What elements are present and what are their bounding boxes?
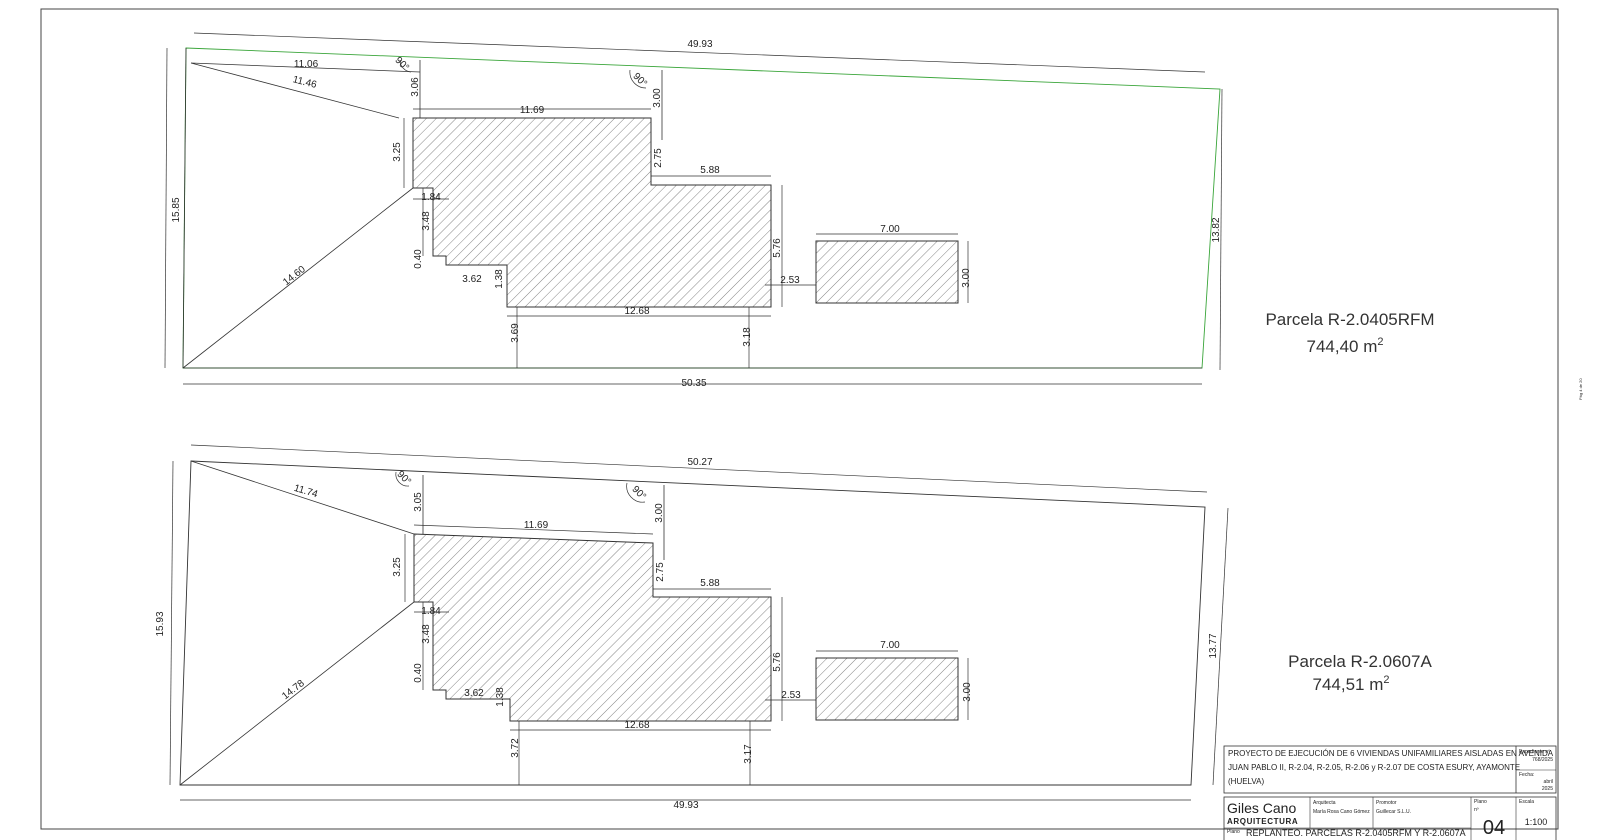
parcel-2-dim-diag-c: 14.78	[280, 678, 307, 702]
parcel-2-dim-off-bl: 3.72	[510, 738, 521, 758]
parcel-2-dim-sep: 2.53	[781, 690, 801, 701]
parcel-2-dim-notch-gap: 0.40	[413, 663, 424, 683]
parcel-2-dim-step-h: 5.88	[700, 578, 720, 589]
parcel-2-dim-top: 50.27	[687, 457, 712, 468]
plano-number: 04	[1483, 817, 1505, 839]
fecha-label: Fecha:	[1519, 772, 1534, 778]
parcel-1-dim-left: 15.85	[171, 197, 182, 222]
parcel-2-dim-notch-h2: 1.38	[495, 687, 506, 707]
arquitecta-value: María Rosa Cano Gómez	[1313, 809, 1370, 815]
parcel-2-dim-aux-h: 3.00	[962, 682, 973, 702]
parcel-2-angle-2: 90°	[630, 484, 648, 502]
title-block: PROYECTO DE EJECUCIÓN DE 6 VIVIENDAS UNI…	[1223, 745, 1557, 840]
parcel-2-area-sup: 2	[1383, 674, 1389, 686]
parcel-1-dim-house-top: 11.69	[520, 105, 545, 116]
parcel-1-dim-aux-h: 3.00	[961, 268, 972, 288]
parcel-1-dim-house-right: 5.76	[772, 238, 783, 258]
parcel-2-dim-gap-top2: 3.00	[654, 503, 665, 523]
plano-label: Plano	[1474, 799, 1487, 805]
expediente-label: Expediente nº	[1519, 749, 1550, 755]
project-line-1: PROYECTO DE EJECUCIÓN DE 6 VIVIENDAS UNI…	[1228, 749, 1554, 758]
parcel-1-dim-step-v: 2.75	[653, 148, 664, 168]
arquitecta-label: Arquitecta	[1313, 800, 1336, 806]
parcel-2-area: 744,51 m	[1312, 675, 1383, 694]
expediente-value: 768/2025	[1532, 757, 1553, 763]
parcel-2-dim-left: 15.93	[155, 611, 166, 636]
escala-label: Escala	[1519, 799, 1534, 805]
parcel-2-area-line: 744,51 m2	[1312, 674, 1389, 694]
parcel-1-dim-sep: 2.53	[780, 275, 800, 286]
project-line-2: JUAN PABLO II, R-2.04, R-2.05, R-2.06 y …	[1228, 763, 1520, 772]
parcel-2-dim-notch-h: 3.48	[421, 624, 432, 644]
parcel-2-dim-notch-w: 1.84	[421, 606, 441, 617]
parcel-1-area-sup: 2	[1377, 336, 1383, 348]
parcel-2-dim-gap-top1: 3.05	[413, 492, 424, 512]
plano-prefix: Plano	[1227, 829, 1240, 835]
promotor-label: Promotor	[1376, 800, 1397, 806]
parcel-1-dim-off-br: 3.18	[742, 327, 753, 347]
parcel-2-dim-house-top: 11.69	[524, 520, 549, 531]
escala-value: 1:100	[1525, 817, 1548, 827]
parcel-1-dim-notch-h: 3.48	[421, 211, 432, 231]
firm-sub: ARQUITECTURA	[1227, 817, 1298, 826]
parcel-2-dim-off-br: 3.17	[743, 744, 754, 764]
parcel-1-area-line: 744,40 m2	[1306, 336, 1383, 356]
parcel-1-dim-notch-w: 1.84	[421, 192, 441, 203]
parcel-1-dim-aux-w: 7.00	[880, 224, 900, 235]
parcel-2-angle-1: 90°	[395, 469, 413, 487]
parcel-1-dim-notch-h2: 1.38	[494, 269, 505, 289]
parcel-1-dim-house-left: 3.25	[392, 142, 403, 162]
parcel-2-dim-aux-w: 7.00	[880, 640, 900, 651]
fecha-value-1: abril	[1544, 779, 1553, 785]
sheet-frame	[40, 8, 1559, 830]
parcel-2-aux-building	[815, 657, 959, 721]
parcel-1-dim-gap-top2: 3.00	[652, 88, 663, 108]
parcel-1-dim-diag-c: 14.60	[281, 264, 308, 288]
parcel-1-dim-notch-gap: 0.40	[413, 249, 424, 269]
parcel-1-dim-diag-b: 11.46	[291, 74, 318, 91]
parcel-2-drawing: 50.27 49.93 15.93 13.77 11.74 14.78 90° …	[155, 444, 1432, 811]
parcel-2-dim-right: 13.77	[1208, 633, 1219, 658]
parcel-1-dim-gap-top1: 3.06	[410, 77, 421, 97]
parcel-1-dim-house-bottom: 12.68	[624, 306, 649, 317]
parcel-1-area: 744,40 m	[1306, 337, 1377, 356]
parcel-1-dim-bottom: 50.35	[681, 378, 706, 389]
parcel-2-name: Parcela R-2.0607A	[1288, 652, 1432, 671]
parcel-2-dim-house-left: 3.25	[392, 557, 403, 577]
plano-no-label: nº	[1474, 807, 1479, 813]
promotor-value: Guillecar S.L.U.	[1376, 809, 1411, 815]
parcel-1-angle-2: 90°	[631, 71, 649, 89]
parcel-2-dim-house-bottom: 12.68	[624, 720, 649, 731]
parcel-1-dim-top: 49.93	[687, 39, 712, 50]
firm-name: Giles Cano	[1227, 800, 1296, 816]
parcel-1-dim-right: 13.82	[1211, 217, 1222, 242]
parcel-2-dim-house-right: 5.76	[772, 652, 783, 672]
parcel-1-aux-building	[815, 240, 959, 304]
parcel-2-boundary	[179, 460, 1206, 786]
parcel-1-name: Parcela R-2.0405RFM	[1265, 310, 1434, 329]
parcel-1-dim-step-h: 5.88	[700, 165, 720, 176]
parcel-2-dim-diag-b: 11.74	[293, 483, 320, 501]
parcel-2-dim-step-v: 2.75	[655, 562, 666, 582]
plano-title: REPLANTEO. PARCELAS R-2.0405RFM Y R-2.06…	[1246, 828, 1466, 838]
parcel-1-dim-notch-w2: 3.62	[462, 274, 482, 285]
parcel-1-dim-off-bl: 3.69	[510, 323, 521, 343]
project-line-3: (HUELVA)	[1228, 777, 1264, 786]
fecha-value-2: 2025	[1542, 786, 1553, 792]
parcel-2-dim-notch-w2: 3.62	[464, 688, 484, 699]
parcel-1-dim-diag-a: 11.06	[294, 59, 319, 70]
page-side-note: Pág 4 de 20	[1578, 378, 1583, 400]
parcel-1-drawing: 49.93 50.35 15.85 13.82 11.06 11.46 14.6…	[164, 32, 1435, 389]
parcel-2-dim-bottom: 49.93	[673, 800, 698, 811]
